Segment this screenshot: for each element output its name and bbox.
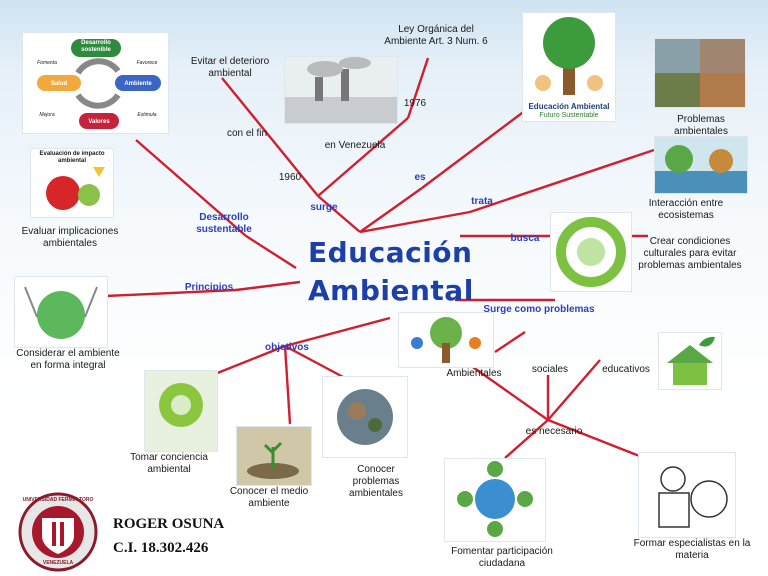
connector xyxy=(406,57,430,119)
evaluar-node: Evaluar implicaciones ambientales xyxy=(21,226,119,249)
eco-house-image xyxy=(658,332,722,390)
collage-icon xyxy=(655,39,745,107)
connector xyxy=(284,344,346,380)
connector xyxy=(359,210,471,234)
problem-collage-image xyxy=(654,38,746,108)
considerar-node: Considerar el ambiente en forma integral xyxy=(16,348,120,371)
ecosystem-image xyxy=(654,136,748,194)
surge-label: surge xyxy=(310,202,338,213)
connector xyxy=(494,331,526,353)
logo-bottom-text: VENEZUELA xyxy=(42,560,74,566)
connector xyxy=(469,148,655,214)
tree-icon xyxy=(535,17,603,95)
ecosystem-icon xyxy=(655,145,747,193)
cycle-l-text: Mejora xyxy=(39,112,55,118)
cycle-r-text: Estimula xyxy=(137,112,157,118)
en-venezuela-label: en Venezuela xyxy=(324,140,386,151)
surge-problemas-label: Surge como problemas xyxy=(483,304,595,315)
cycle-tl-text: Fomenta xyxy=(37,60,57,66)
fomentar-node: Fomentar participación ciudadana xyxy=(451,546,553,569)
trata-label: trata xyxy=(471,196,493,207)
factory-icon xyxy=(285,57,397,123)
connector xyxy=(214,344,286,376)
sociales-node: sociales xyxy=(531,364,569,375)
cycle-right-text: Ambiente xyxy=(124,81,152,87)
university-seal-icon xyxy=(18,492,98,572)
people-globe-image xyxy=(444,458,546,542)
connector xyxy=(317,117,409,197)
green-head-image xyxy=(144,370,218,452)
author-name: ROGER OSUNA xyxy=(113,516,225,532)
cycle-icon xyxy=(37,39,161,129)
year-1976-label: 1976 xyxy=(403,98,427,109)
educativos-node: educativos xyxy=(602,364,650,375)
recycle-image xyxy=(550,212,632,292)
cycle-top-text: Desarrollo sostenible xyxy=(81,40,111,53)
es-necesario-label: es necesario xyxy=(525,426,583,437)
evitar-label: Evitar el deterioro ambiental xyxy=(190,56,270,79)
connector xyxy=(235,280,301,292)
connector xyxy=(317,195,361,233)
plant-icon xyxy=(247,441,299,479)
cycle-left-text: Salud xyxy=(50,81,68,87)
year-1960-label: 1960 xyxy=(278,172,302,183)
green-globe-image xyxy=(14,276,108,348)
connector xyxy=(421,109,527,189)
globe-icon xyxy=(24,286,98,339)
connector xyxy=(221,77,319,197)
recycle-icon xyxy=(556,217,626,287)
connector xyxy=(135,139,247,237)
people-globe-icon xyxy=(457,461,533,537)
objetivos-label: objetivos xyxy=(265,342,309,353)
sketch-icon xyxy=(658,466,728,528)
desarrollo-label: Desarrollo sustentable xyxy=(196,212,252,235)
title-line-1: Educación xyxy=(308,236,473,269)
factory-pollution-image xyxy=(284,56,398,124)
impact-evaluation-image: Evaluación de impacto ambiental xyxy=(30,148,114,218)
title-line-2: Ambiental xyxy=(308,274,474,307)
people-tree-icon xyxy=(411,317,481,363)
connector xyxy=(469,364,549,421)
logo-top-text: UNIVERSIDAD FERMÍN TORO xyxy=(22,497,94,503)
connector xyxy=(283,345,292,425)
connector xyxy=(547,359,601,421)
cycle-tr-text: Favorece xyxy=(136,60,158,66)
author-id: C.I. 18.302.426 xyxy=(113,540,209,556)
conocer-medio-node: Conocer el medio ambiente xyxy=(229,486,309,509)
principios-label: Principios xyxy=(184,282,234,293)
ambientales-node: Ambientales xyxy=(446,368,502,379)
house-icon xyxy=(667,336,715,385)
tomar-conciencia-node: Tomar conciencia ambiental xyxy=(130,452,208,475)
interaccion-node: Interacción entre ecosistemas xyxy=(648,198,724,221)
ley-label: Ley Orgánica del Ambiente Art. 3 Num. 6 xyxy=(384,24,488,47)
cycle-bottom-text: Valores xyxy=(88,119,110,125)
busca-label: busca xyxy=(510,233,540,244)
head-icon xyxy=(159,383,203,427)
connector xyxy=(245,234,297,270)
earth-icon xyxy=(337,389,393,445)
conocer-problemas-node: Conocer problemas ambientales xyxy=(349,464,403,499)
problemas-ambientales-node: Problemas ambientales xyxy=(674,114,728,137)
specialist-sketch-image xyxy=(638,452,736,538)
people-tree-image xyxy=(398,312,494,368)
apple-icon xyxy=(46,167,105,210)
con-el-fin-label: con el fin xyxy=(226,128,268,139)
connector xyxy=(105,288,237,298)
sustainable-cycle-image: Desarrollo sostenible Salud Ambiente Val… xyxy=(22,32,169,134)
hands-plant-image xyxy=(236,426,312,486)
crear-condiciones-node: Crear condiciones culturales para evitar… xyxy=(638,236,742,271)
connector xyxy=(504,419,549,459)
university-logo xyxy=(16,492,100,572)
tree-title-text: Educación Ambiental xyxy=(528,102,610,111)
tree-sub-text: Futuro Sustentable xyxy=(539,112,599,119)
es-label: es xyxy=(414,172,426,183)
connector xyxy=(284,316,391,348)
evaluacion-text: Evaluación de impacto ambiental xyxy=(39,151,105,164)
damaged-earth-image xyxy=(322,376,408,458)
connector xyxy=(359,187,423,233)
formar-node: Formar especialistas en la materia xyxy=(633,538,751,561)
educacion-ambiental-tree-image: Educación Ambiental Futuro Sustentable xyxy=(522,12,616,122)
